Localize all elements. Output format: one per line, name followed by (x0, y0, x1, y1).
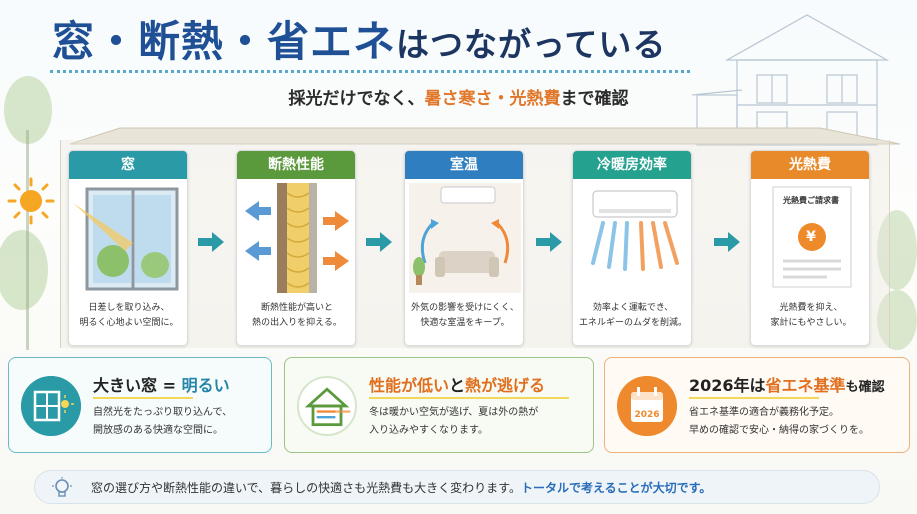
step-desc-line1: 外気の影響を受けにくく、 (411, 303, 519, 313)
panel-title: 2026年は省エネ基準も確認 (689, 372, 885, 396)
step-card-window: 窓 日差しを取り込み、 明るく心地よい空間に。 (68, 150, 188, 346)
title-underline (689, 397, 819, 399)
panel-text-line1: 自然光をたっぷり取り込んで、 (93, 407, 233, 418)
step-desc-line2: 家計にもやさしい。 (770, 318, 852, 328)
arrow-right-icon (198, 232, 224, 252)
calendar-icon (617, 376, 677, 436)
panel-heat-loss: 性能が低いと熱が逃げる 冬は暖かい空気が逃げ、夏は外の熱が 入り込みやすくなりま… (284, 357, 594, 453)
panel-title-plain: と (449, 376, 466, 395)
subtitle-suffix: まで確認 (560, 89, 629, 109)
step-card-insulation: 断熱性能 断熱性能が高いと 熱の出入りを抑える。 (236, 150, 356, 346)
step-label: 冷暖房効率 (573, 151, 691, 179)
panel-title-highlight2: 熱が逃げる (465, 376, 546, 395)
panel-title-plain2: も確認 (845, 380, 885, 395)
title-underline (369, 397, 569, 399)
roof-outline (69, 127, 900, 145)
footer-text-highlight: トータルで考えることが大切です。 (520, 481, 712, 495)
step-desc-line1: 光熱費を抑え、 (779, 303, 843, 313)
step-desc-line2: 明るく心地よい空間に。 (79, 318, 179, 328)
house-heat-loss-icon (297, 376, 357, 436)
step-desc-line2: 熱の出入りを抑える。 (252, 318, 342, 328)
page-title: 窓・断熱・省エネはつながっている (52, 8, 666, 69)
footer-text-plain: 窓の選び方や断熱性能の違いで、暮らしの快適さも光熱費も大きく変わります。 (91, 481, 521, 495)
step-desc: 断熱性能が高いと 熱の出入りを抑える。 (237, 301, 355, 331)
panel-text-line1: 省エネ基準の適合が義務化予定。 (689, 407, 839, 418)
step-label: 断熱性能 (237, 151, 355, 179)
step-card-utility-bill: 光熱費 光熱費ご請求書 ¥ 光熱費を抑え、 家計にもやさしい。 (750, 150, 870, 346)
step-desc: 効率よく運転でき、 エネルギーのムダを削減。 (573, 301, 691, 331)
room-sofa-icon (409, 183, 521, 293)
panel-large-window: 大きい窓 = 明るい 自然光をたっぷり取り込んで、 開放感のある快適な空間に。 (8, 357, 272, 453)
step-desc-line2: 快適な室温をキープ。 (420, 318, 510, 328)
subtitle: 採光だけでなく、暑さ寒さ・光熱費まで確認 (0, 84, 917, 109)
insulation-wall-icon (245, 183, 349, 293)
panel-title-plain: 大きい窓 = (93, 376, 182, 395)
subtitle-prefix: 採光だけでなく、 (288, 89, 425, 109)
bill-icon (772, 186, 852, 288)
title-main: 窓・断熱・省エネ (52, 17, 397, 66)
sun-icon (7, 177, 55, 225)
panel-text-line1: 冬は暖かい空気が逃げ、夏は外の熱が (369, 407, 539, 418)
step-desc-line1: 日差しを取り込み、 (88, 303, 170, 313)
panel-energy-standard: 2026 2026年は省エネ基準も確認 省エネ基準の適合が義務化予定。 早めの確… (604, 357, 910, 453)
window-light-icon (21, 376, 81, 436)
panel-text-line2: 入り込みやすくなります。 (369, 425, 488, 436)
tree-right-decoration (877, 210, 917, 350)
tree-left-decoration (0, 76, 52, 350)
step-card-ac-efficiency: 冷暖房効率 効率よく運転でき、 エネルギーのムダを削減。 (572, 150, 692, 346)
panel-title: 性能が低いと熱が逃げる (369, 372, 545, 396)
panel-text-line2: 早めの確認で安心・納得の家づくりを。 (689, 425, 869, 436)
panel-title: 大きい窓 = 明るい (93, 372, 230, 396)
step-label: 光熱費 (751, 151, 869, 179)
calendar-year: 2026 (634, 410, 660, 420)
step-desc: 光熱費を抑え、 家計にもやさしい。 (751, 301, 869, 331)
subtitle-highlight: 暑さ寒さ・光熱費 (424, 89, 561, 109)
panel-text: 自然光をたっぷり取り込んで、 開放感のある快適な空間に。 (93, 404, 232, 440)
panel-title-highlight1: 性能が低い (369, 376, 450, 395)
title-underline (93, 397, 193, 399)
step-label: 室温 (405, 151, 523, 179)
bill-title: 光熱費ご請求書 (783, 196, 839, 205)
step-desc-line1: 断熱性能が高いと (260, 303, 333, 313)
footer-note: 窓の選び方や断熱性能の違いで、暮らしの快適さも光熱費も大きく変わります。トータル… (34, 470, 880, 504)
panel-text: 省エネ基準の適合が義務化予定。 早めの確認で安心・納得の家づくりを。 (689, 404, 869, 440)
window-icon (73, 187, 179, 291)
arrow-right-icon (536, 232, 562, 252)
step-desc-line2: エネルギーのムダを削減。 (578, 318, 687, 328)
step-card-room-temp: 室温 外気の影響を受けにくく、 快適な室温をキープ。 (404, 150, 524, 346)
title-divider (50, 70, 690, 74)
lightbulb-icon (52, 477, 72, 497)
step-label: 窓 (69, 151, 187, 179)
arrow-right-icon (714, 232, 740, 252)
footer-text: 窓の選び方や断熱性能の違いで、暮らしの快適さも光熱費も大きく変わります。トータル… (91, 479, 711, 496)
step-desc: 日差しを取り込み、 明るく心地よい空間に。 (69, 301, 187, 331)
panel-text: 冬は暖かい空気が逃げ、夏は外の熱が 入り込みやすくなります。 (369, 404, 538, 440)
air-conditioner-icon (591, 190, 679, 271)
panel-title-plain1: 2026年は (689, 376, 766, 395)
arrow-right-icon (366, 232, 392, 252)
title-tail: はつながっている (396, 25, 667, 64)
step-desc: 外気の影響を受けにくく、 快適な室温をキープ。 (405, 301, 523, 331)
step-desc-line1: 効率よく運転でき、 (592, 303, 674, 313)
panel-title-highlight: 省エネ基準 (765, 376, 846, 395)
panel-text-line2: 開放感のある快適な空間に。 (93, 425, 223, 436)
yen-symbol: ¥ (806, 229, 816, 245)
panel-title-highlight: 明るい (181, 376, 230, 395)
